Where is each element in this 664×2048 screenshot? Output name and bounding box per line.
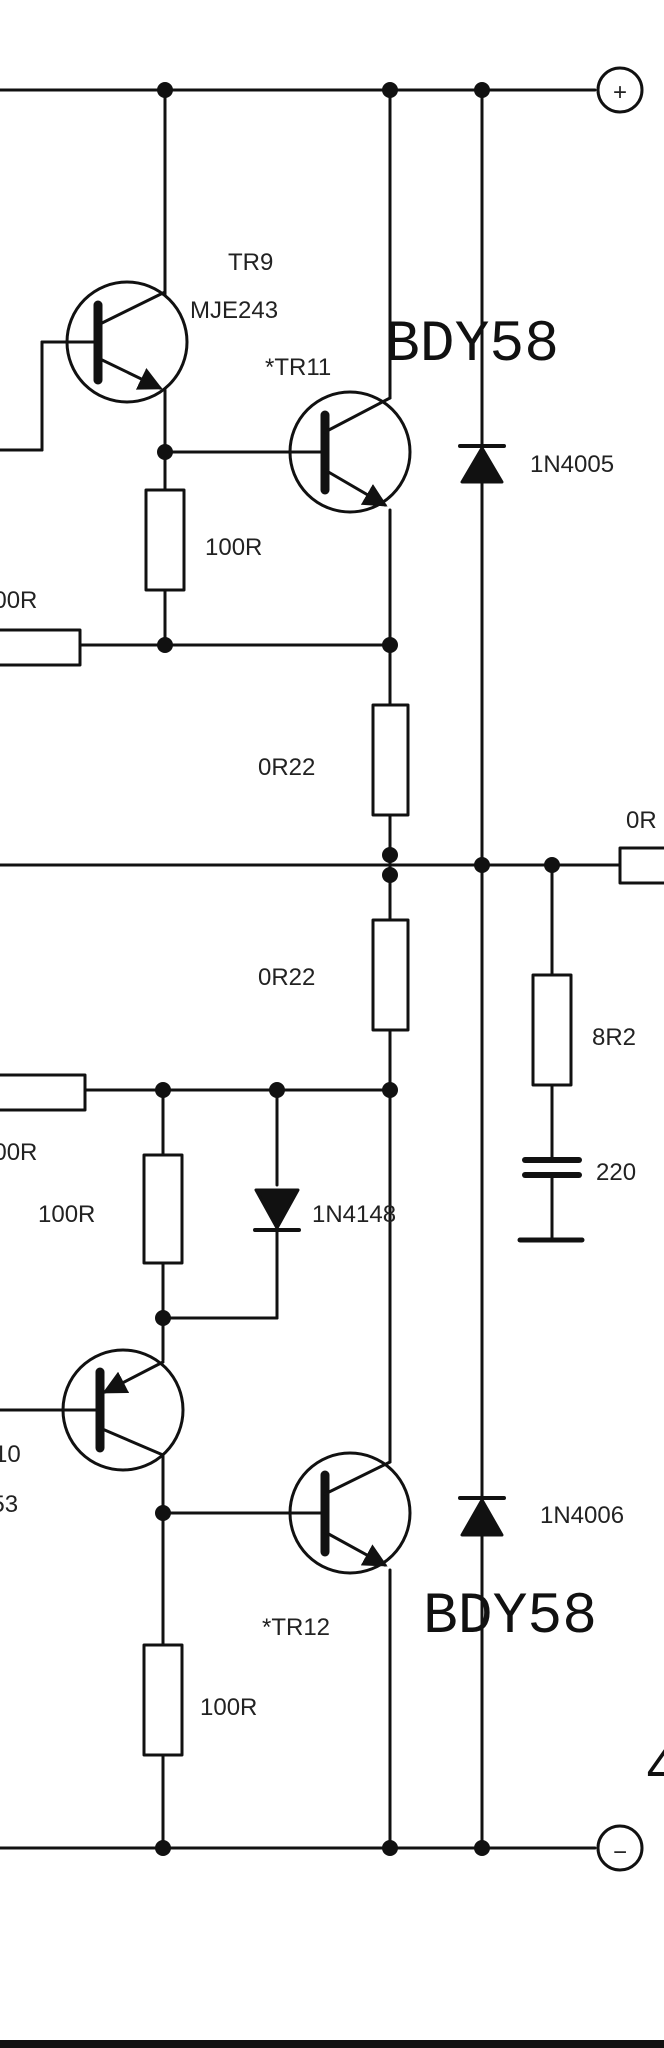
negative-terminal — [596, 1824, 644, 1872]
label-tr11-part: BDY58 — [385, 313, 559, 378]
diode-1n4005 — [460, 446, 504, 484]
tr12-emitter — [323, 1530, 388, 1567]
label-base-resistor-upper: 100R — [205, 534, 262, 561]
tr9-emitter — [96, 356, 163, 390]
resistor-base-upper — [144, 488, 186, 592]
resistor-input-upper — [0, 628, 82, 667]
label-tr11-ref: *TR11 — [265, 354, 331, 381]
resistor-emitter-upper — [371, 703, 410, 817]
junction-dot — [474, 1840, 490, 1856]
resistor-zobel — [531, 973, 573, 1087]
label-cut-digit: 4 — [645, 1738, 664, 1803]
label-bias-resistor: 100R — [38, 1201, 95, 1228]
junction-dot — [544, 857, 560, 873]
positive-terminal — [596, 66, 644, 114]
junction-dot — [155, 1082, 171, 1098]
junction-dot — [155, 1310, 171, 1326]
label-tr12-ref: *TR12 — [262, 1614, 330, 1641]
label-output-series-resistor: 0R — [626, 807, 657, 834]
label-input-resistor-lower: 100R — [0, 1139, 37, 1166]
junction-dot — [269, 1082, 285, 1098]
label-zobel-capacitor: 220 — [596, 1159, 636, 1186]
label-diode-1n4148: 1N4148 — [312, 1201, 396, 1228]
diode-1n4148 — [254, 1188, 300, 1230]
label-input-resistor-upper: 100R — [0, 587, 37, 614]
resistor-bias-lower — [142, 1153, 184, 1265]
junction-dot — [382, 867, 398, 883]
tr9-collector — [96, 290, 167, 327]
tr11-emitter — [323, 468, 388, 507]
terminal-positive-symbol: + — [613, 79, 627, 106]
label-zobel-resistor: 8R2 — [592, 1024, 636, 1051]
tr12-collector — [323, 1460, 392, 1496]
label-base-resistor-lower: 100R — [200, 1694, 257, 1721]
resistor-base-lower — [142, 1643, 184, 1757]
junction-dot — [155, 1505, 171, 1521]
label-emitter-resistor-upper: 0R22 — [258, 754, 315, 781]
label-tr10-part: MJE253 — [0, 1491, 18, 1518]
junction-dot — [474, 857, 490, 873]
tr10-emitter — [102, 1360, 165, 1394]
junction-dot — [382, 637, 398, 653]
junction-dot — [474, 82, 490, 98]
tr11-collector — [323, 396, 392, 434]
label-tr9-ref: TR9 — [228, 249, 273, 276]
junction-dot — [157, 82, 173, 98]
label-tr12-part: BDY58 — [423, 1585, 597, 1650]
terminal-negative-symbol: − — [613, 1839, 627, 1866]
junction-dot — [382, 82, 398, 98]
junction-dot — [155, 1840, 171, 1856]
tr10-collector — [98, 1426, 165, 1457]
label-tr10-ref: TR10 — [0, 1441, 21, 1468]
junction-dot — [157, 444, 173, 460]
label-emitter-resistor-lower: 0R22 — [258, 964, 315, 991]
bottom-border — [0, 2040, 664, 2048]
diode-1n4006 — [460, 1498, 504, 1537]
junction-dot — [382, 847, 398, 863]
junction-dot — [382, 1082, 398, 1098]
resistor-input-lower — [0, 1073, 87, 1112]
label-tr9-part: MJE243 — [190, 297, 278, 324]
resistor-emitter-lower — [371, 918, 410, 1032]
label-diode-1n4005: 1N4005 — [530, 451, 614, 478]
label-diode-1n4006: 1N4006 — [540, 1502, 624, 1529]
resistor-output-series — [618, 846, 664, 885]
junction-dot — [382, 1840, 398, 1856]
junction-dot — [157, 637, 173, 653]
